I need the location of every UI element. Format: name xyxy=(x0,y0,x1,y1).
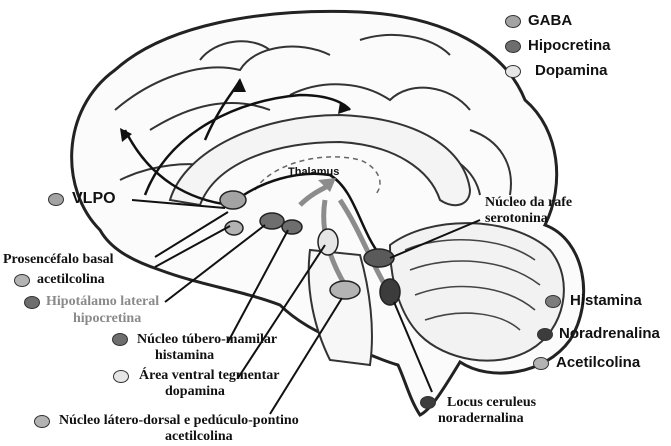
latero-icon xyxy=(34,415,50,428)
hipotalamo-icon xyxy=(24,296,40,309)
brainstem xyxy=(309,250,372,365)
histamina-legend-icon xyxy=(545,295,561,308)
legend-gaba-label: GABA xyxy=(528,12,572,29)
tuberomammillary-nucleus xyxy=(282,220,302,234)
ventral-label-line1: Área ventral tegmentar xyxy=(139,368,279,383)
vlpo-icon xyxy=(48,193,64,206)
latero-label-line2: acetilcolina xyxy=(165,429,233,444)
ldt-ppt-nucleus xyxy=(330,281,360,299)
ventral-label-line2: dopamina xyxy=(165,384,225,399)
dopamina-legend-icon xyxy=(505,65,521,78)
raphe-nucleus xyxy=(364,249,394,267)
thalamus-label: Thalamus xyxy=(288,166,339,178)
tubero-icon xyxy=(112,333,128,346)
locus-label-line1: Locus ceruleus xyxy=(447,395,536,410)
legend-acetilcolina-label: Acetilcolina xyxy=(556,354,640,371)
legend-histamina-label: Histamina xyxy=(570,292,642,309)
prosencefalo-label-line1: Prosencéfalo basal xyxy=(3,252,114,267)
gaba-legend-icon xyxy=(505,15,521,28)
legend-noradrenalina-label: Noradrenalina xyxy=(559,325,660,342)
hipocretina-legend-icon xyxy=(505,40,521,53)
locus-ceruleus-nucleus xyxy=(380,279,400,305)
vlpo-label: VLPO xyxy=(72,190,116,208)
hipotalamo-label-line1: Hipotálamo lateral xyxy=(46,294,159,309)
latero-label-line1: Núcleo látero-dorsal e pedúculo-pontino xyxy=(59,413,299,428)
prosencefalo-icon xyxy=(14,274,30,287)
tubero-label-line2: histamina xyxy=(155,348,214,363)
hipotalamo-label-line2: hipocretina xyxy=(73,311,141,326)
noradrenalina-legend-icon xyxy=(537,328,553,341)
prosencefalo-label-line2: acetilcolina xyxy=(37,272,105,287)
acetilcolina-legend-icon xyxy=(533,357,549,370)
legend-hipocretina-label: Hipocretina xyxy=(528,37,611,54)
tubero-label-line1: Núcleo túbero-mamilar xyxy=(137,332,277,347)
ventral-icon xyxy=(113,370,129,383)
locus-label-line2: noradernalina xyxy=(438,411,524,426)
vlpo-nucleus xyxy=(220,191,246,209)
legend-dopamina-label: Dopamina xyxy=(535,62,608,79)
rafe-label-line2: serotonina xyxy=(485,211,548,226)
locus-icon xyxy=(420,396,436,409)
rafe-label-line1: Núcleo da rafe xyxy=(485,195,572,210)
